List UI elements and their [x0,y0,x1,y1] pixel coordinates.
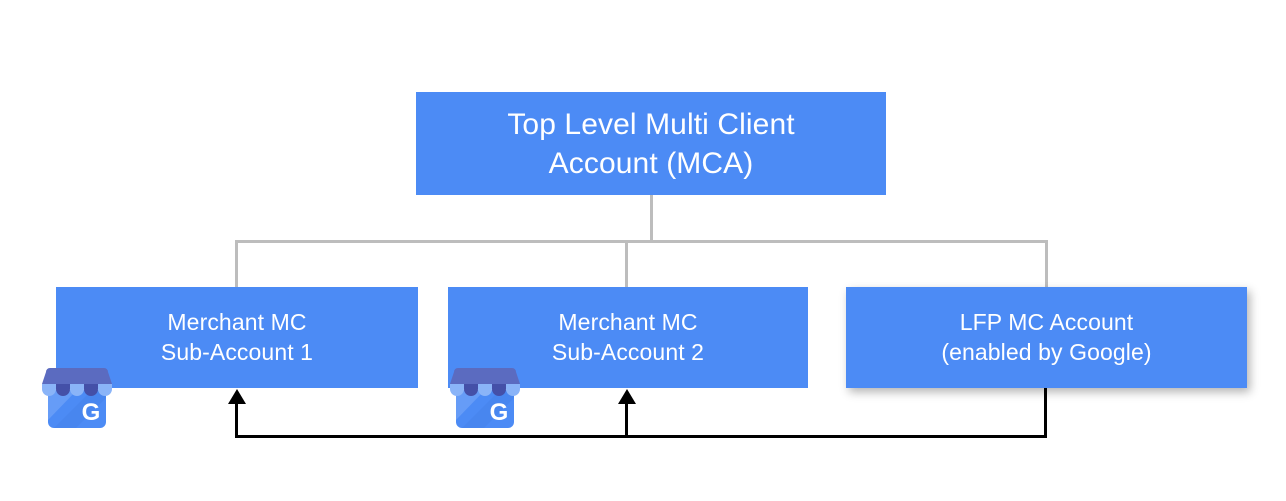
node-merchant-sub-account-2-line1: Merchant MC [558,308,698,335]
node-lfp-mc-account[interactable]: LFP MC Account (enabled by Google) [846,287,1247,388]
node-lfp-mc-account-line1: LFP MC Account [959,308,1134,335]
connector-drop-merchant-1 [235,240,238,288]
node-top-level-mca-line2: Account (MCA) [548,146,754,180]
node-merchant-sub-account-1-line1: Merchant MC [167,308,307,335]
feedback-line-to-merchant-1 [235,403,238,436]
feedback-arrowhead-merchant-2 [618,389,636,404]
node-top-level-mca[interactable]: Top Level Multi Client Account (MCA) [416,92,886,195]
feedback-line-from-lfp [1044,388,1047,438]
node-merchant-sub-account-1-line2: Sub-Account 1 [160,338,314,365]
gmb-g-letter: G [490,399,509,426]
node-top-level-mca-line1: Top Level Multi Client [507,107,795,141]
google-my-business-storefront-icon: G [42,368,112,428]
gmb-g-letter: G [82,399,101,426]
node-lfp-mc-account-line2: (enabled by Google) [941,338,1152,365]
node-merchant-sub-account-1[interactable]: Merchant MC Sub-Account 1 [56,287,418,388]
connector-horizontal-bus [235,240,1048,243]
connector-top-stem [650,195,653,243]
connector-drop-merchant-2 [625,240,628,288]
node-merchant-sub-account-2-line2: Sub-Account 2 [551,338,705,365]
google-my-business-storefront-icon: G [450,368,520,428]
feedback-line-to-merchant-2 [625,403,628,436]
connector-drop-lfp [1045,240,1048,288]
feedback-line-horizontal [235,435,1045,438]
feedback-arrowhead-merchant-1 [228,389,246,404]
